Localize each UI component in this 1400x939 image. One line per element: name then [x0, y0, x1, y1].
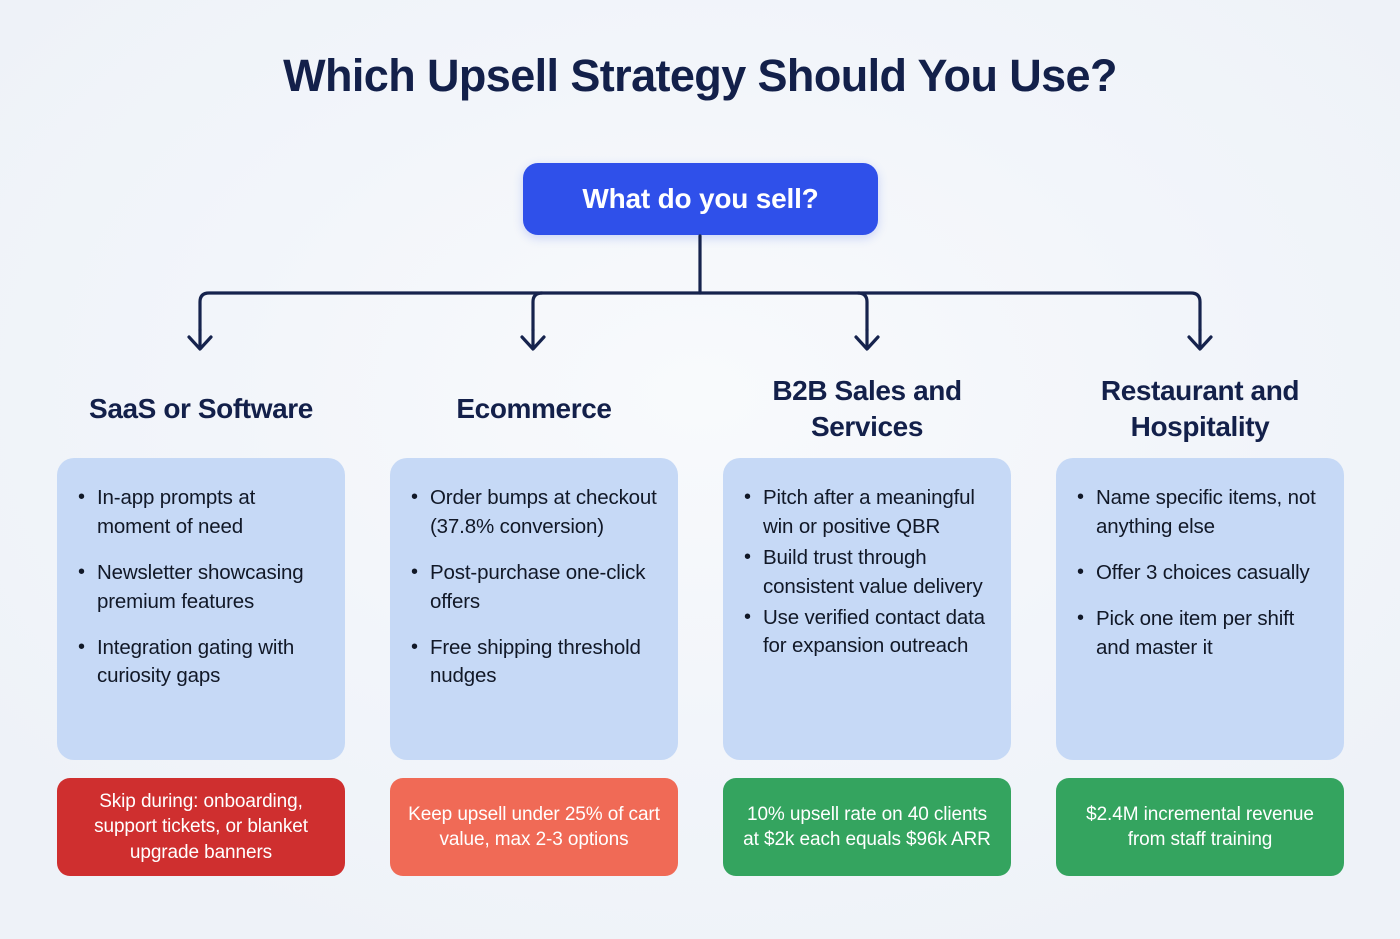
list-item: Pick one item per shift and master it	[1077, 604, 1326, 663]
list-item: Integration gating with curiosity gaps	[78, 633, 327, 692]
list-item: Post-purchase one-click offers	[411, 558, 660, 617]
branch-footer-banner: Skip during: onboarding, support tickets…	[57, 778, 345, 876]
list-item: Order bumps at checkout (37.8% conversio…	[411, 483, 660, 542]
list-item: Offer 3 choices casually	[1077, 558, 1326, 588]
branch-column-saas: SaaS or Software In-app prompts at momen…	[57, 360, 345, 876]
branch-heading: Restaurant and Hospitality	[1100, 374, 1300, 442]
branch-bullet-card: Order bumps at checkout (37.8% conversio…	[390, 458, 678, 760]
branch-heading: B2B Sales and Services	[772, 374, 962, 442]
list-item: Use verified contact data for expansion …	[744, 603, 993, 662]
root-node-label: What do you sell?	[582, 183, 819, 214]
branch-heading: SaaS or Software	[89, 392, 313, 424]
branch-footer-banner: Keep upsell under 25% of cart value, max…	[390, 778, 678, 876]
branch-bullet-card: Pitch after a meaningful win or positive…	[723, 458, 1011, 760]
branch-column-b2b: B2B Sales and Services Pitch after a mea…	[723, 360, 1011, 876]
list-item: Name specific items, not anything else	[1077, 483, 1326, 542]
branch-column-ecommerce: Ecommerce Order bumps at checkout (37.8%…	[390, 360, 678, 876]
list-item: Free shipping threshold nudges	[411, 633, 660, 692]
branch-bullet-card: In-app prompts at moment of need Newslet…	[57, 458, 345, 760]
list-item: Newsletter showcasing premium features	[78, 558, 327, 617]
branch-footer-banner: 10% upsell rate on 40 clients at $2k eac…	[723, 778, 1011, 876]
branch-bullet-card: Name specific items, not anything else O…	[1056, 458, 1344, 760]
branch-footer-banner: $2.4M incremental revenue from staff tra…	[1056, 778, 1344, 876]
list-item: Build trust through consistent value del…	[744, 543, 993, 602]
list-item: In-app prompts at moment of need	[78, 483, 327, 542]
page-title: Which Upsell Strategy Should You Use?	[283, 50, 1117, 101]
root-node-what-do-you-sell[interactable]: What do you sell?	[523, 163, 878, 235]
branch-column-restaurant: Restaurant and Hospitality Name specific…	[1056, 360, 1344, 876]
branch-heading: Ecommerce	[456, 392, 612, 424]
list-item: Pitch after a meaningful win or positive…	[744, 483, 993, 542]
